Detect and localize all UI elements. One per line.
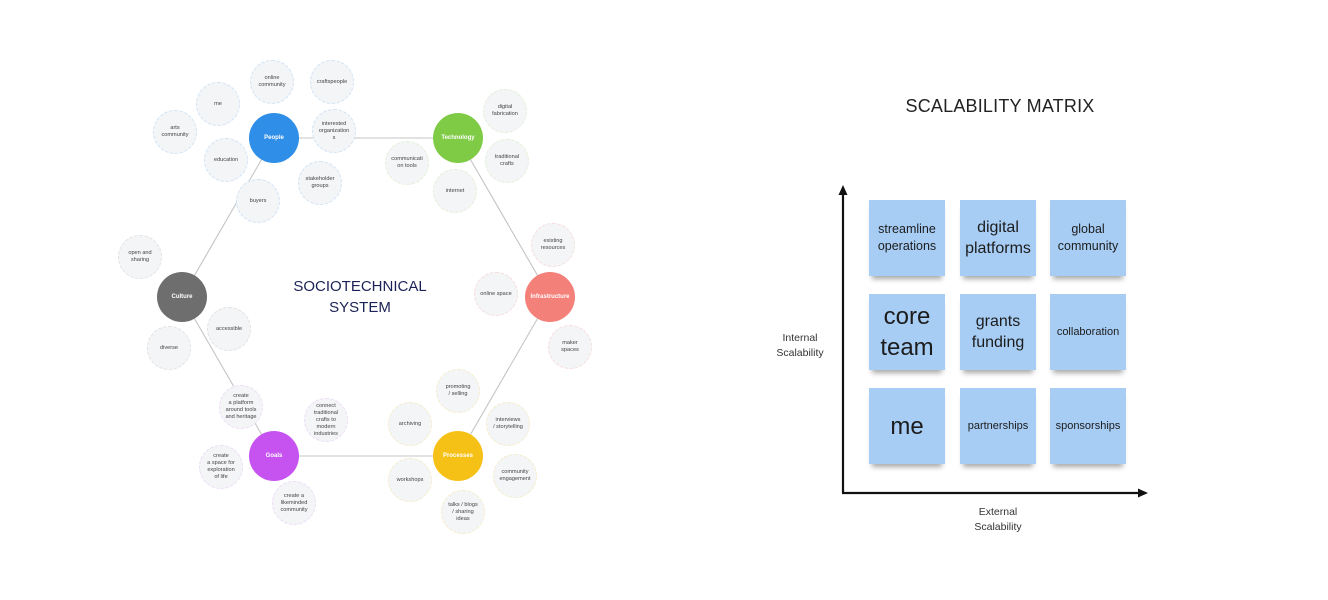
satellite-node-processes: talks / blogs / sharing ideas (441, 490, 485, 534)
sticky-note: grants funding (960, 294, 1036, 370)
edge-infrastructure-processes (457, 296, 551, 457)
x-axis-label: External Scalability (974, 506, 1022, 533)
satellite-node-culture: diverse (147, 326, 191, 370)
satellite-node-people: buyers (236, 179, 280, 223)
satellite-node-infrastructure: online space (474, 272, 518, 316)
satellite-node-culture: open and sharing (118, 235, 162, 279)
sticky-note: me (869, 388, 945, 464)
sticky-note: collaboration (1050, 294, 1126, 370)
sticky-note: global community (1050, 200, 1126, 276)
satellite-node-processes: workshops (388, 458, 432, 502)
sticky-note: digital platforms (960, 200, 1036, 276)
satellite-node-people: me (196, 82, 240, 126)
x-axis-arrow-icon (1138, 488, 1148, 498)
satellite-node-goals: create a platform around tools and herit… (219, 385, 263, 429)
satellite-node-processes: archiving (388, 402, 432, 446)
satellite-node-goals: create a space for exploration of life (199, 445, 243, 489)
satellite-node-people: arts community (153, 110, 197, 154)
satellite-node-people: online community (250, 60, 294, 104)
satellite-node-technology: digital fabrication (483, 89, 527, 133)
satellite-node-culture: accessible (207, 307, 251, 351)
sticky-note: partnerships (960, 388, 1036, 464)
hub-node-infrastructure: Infrastructure (525, 272, 575, 322)
satellite-node-people: education (204, 138, 248, 182)
satellite-node-technology: internet (433, 169, 477, 213)
hub-node-people: People (249, 113, 299, 163)
sticky-note: sponsorships (1050, 388, 1126, 464)
y-axis-arrow-icon (838, 185, 848, 195)
satellite-node-processes: community engagement (493, 454, 537, 498)
edge-culture-people (181, 137, 275, 298)
sticky-note: streamline operations (869, 200, 945, 276)
edge-technology-infrastructure (457, 137, 551, 298)
y-axis-label: Internal Scalability (776, 332, 824, 359)
satellite-node-processes: interviews / storytelling (486, 402, 530, 446)
satellite-node-people: stakeholder groups (298, 161, 342, 205)
sticky-note: core team (869, 294, 945, 370)
edge-goals-culture (181, 296, 275, 457)
hub-node-culture: Culture (157, 272, 207, 322)
hub-node-goals: Goals (249, 431, 299, 481)
satellite-node-technology: traditional crafts (485, 139, 529, 183)
satellite-node-goals: create a likeminded community (272, 481, 316, 525)
sociotechnical-title: SOCIOTECHNICAL SYSTEM (293, 278, 427, 316)
satellite-node-people: craftspeople (310, 60, 354, 104)
matrix-title: SCALABILITY MATRIX (905, 96, 1095, 116)
satellite-node-people: interested organization s (312, 109, 356, 153)
satellite-node-technology: communicati on tools (385, 141, 429, 185)
satellite-node-infrastructure: existing resources (531, 223, 575, 267)
satellite-node-processes: promoting / selling (436, 369, 480, 413)
hub-node-technology: Technology (433, 113, 483, 163)
satellite-node-infrastructure: maker spaces (548, 325, 592, 369)
satellite-node-goals: connect traditional crafts to modern ind… (304, 398, 348, 442)
hub-node-processes: Processes (433, 431, 483, 481)
